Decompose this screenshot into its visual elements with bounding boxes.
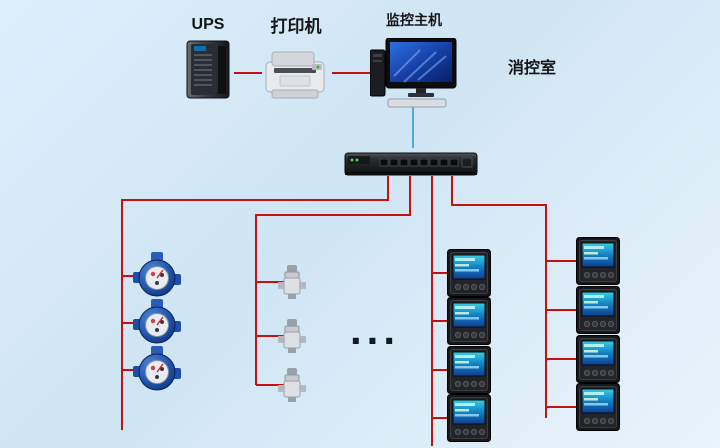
digital-meter-a2 xyxy=(447,297,491,345)
digital-meter-b1 xyxy=(576,237,620,285)
digital-meter-icon xyxy=(447,297,491,345)
flow-sensor-1 xyxy=(278,264,306,300)
water-meter-icon xyxy=(133,346,181,391)
water-meter-1 xyxy=(133,252,181,300)
printer-device xyxy=(260,48,330,100)
bus-water-meters xyxy=(121,176,389,430)
monitor-host-label: 监控主机 xyxy=(386,12,442,28)
digital-meter-b2 xyxy=(576,286,620,334)
computer-icon xyxy=(369,37,457,108)
digital-meter-a1 xyxy=(447,249,491,297)
rack-switch-icon xyxy=(344,152,478,176)
water-meter-2 xyxy=(133,299,181,347)
bus-meter-column-2 xyxy=(451,176,547,418)
ups-tower-icon xyxy=(186,40,230,99)
digital-meter-a4 xyxy=(447,394,491,442)
digital-meter-icon xyxy=(576,383,620,431)
ups-device xyxy=(184,40,232,100)
collector-switch-device xyxy=(344,150,478,178)
ups-label: UPS xyxy=(191,16,225,33)
monitor-host-device xyxy=(369,37,458,108)
printer-icon xyxy=(265,51,325,99)
flow-sensor-2 xyxy=(278,318,306,354)
digital-meter-b4 xyxy=(576,383,620,431)
water-meter-icon xyxy=(133,252,181,297)
flow-sensor-icon xyxy=(278,265,306,299)
flow-sensor-icon xyxy=(278,368,306,402)
digital-meter-icon xyxy=(447,394,491,442)
bus-flow-sensors xyxy=(255,176,411,385)
digital-meter-a3 xyxy=(447,346,491,394)
control-room-label: 消控室 xyxy=(508,60,557,77)
digital-meter-icon xyxy=(447,249,491,297)
ellipsis-label: ... xyxy=(349,306,400,353)
digital-meter-icon xyxy=(576,286,620,334)
digital-meter-icon xyxy=(576,237,620,285)
flow-sensor-icon xyxy=(278,319,306,353)
water-meter-3 xyxy=(133,346,181,394)
flow-sensor-3 xyxy=(278,367,306,403)
printer-label: 打印机 xyxy=(270,17,322,36)
digital-meter-icon xyxy=(576,335,620,383)
digital-meter-icon xyxy=(447,346,491,394)
digital-meter-b3 xyxy=(576,335,620,383)
water-meter-icon xyxy=(133,299,181,344)
